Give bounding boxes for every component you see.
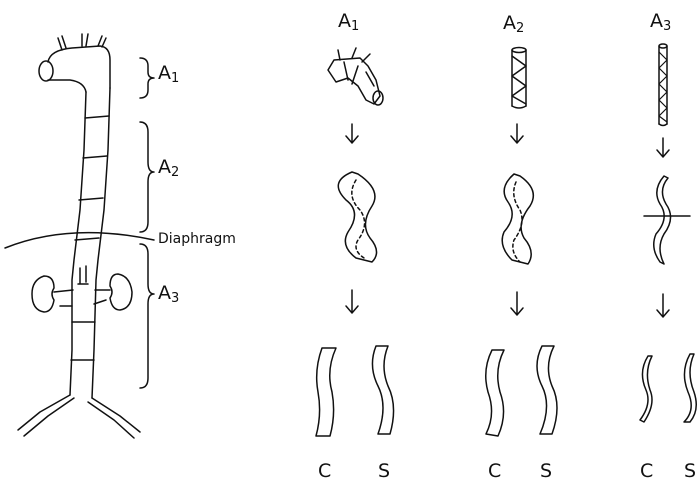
label-c-a3: C <box>640 462 653 481</box>
label-a2-segment: A2 <box>158 158 179 179</box>
lower-branch <box>60 300 106 306</box>
column-a1-graphics <box>316 48 394 436</box>
column-a1-header: A1 <box>338 12 359 33</box>
cylinder-top <box>512 48 526 53</box>
descending-aorta-left-wall <box>70 92 86 395</box>
iliac-right <box>88 398 140 438</box>
cylinder-bottom <box>659 124 667 126</box>
renal-artery-left <box>54 290 73 292</box>
cylinder-top <box>659 44 667 48</box>
down-arrow-icon <box>657 294 669 317</box>
label-s-a1: S <box>378 462 390 481</box>
column-a3-graphics <box>640 44 696 422</box>
s-strip <box>537 346 557 434</box>
s-strip <box>684 354 696 422</box>
label-s-a3: S <box>684 462 696 481</box>
opened-strip <box>338 172 376 262</box>
arch-branch-2 <box>82 34 88 46</box>
segment-divider <box>75 238 99 240</box>
brace-a3 <box>140 244 154 388</box>
cylinder-bottom <box>512 106 526 108</box>
opened-strip <box>654 176 671 264</box>
aortic-arch <box>48 46 110 92</box>
label-diaphragm: Diaphragm <box>158 232 236 246</box>
strip-dashed-line <box>513 182 522 262</box>
down-arrow-icon <box>657 138 669 157</box>
segment-divider <box>83 156 107 158</box>
column-a2-header: A2 <box>503 14 524 35</box>
segment-divider <box>85 116 109 118</box>
c-strip <box>316 348 336 436</box>
label-s-a2: S <box>540 462 552 481</box>
iliac-left <box>18 395 74 436</box>
spiral-cut-icon <box>512 56 526 104</box>
label-a3-segment: A3 <box>158 284 179 305</box>
arch-specimen <box>328 58 380 104</box>
aorta-illustration <box>5 34 154 438</box>
label-a1-segment: A1 <box>158 64 179 85</box>
spiral-cut-icon <box>659 52 667 122</box>
arch-cut-end <box>39 61 53 81</box>
mesenteric-branch <box>78 266 88 284</box>
label-c-a2: C <box>488 462 501 481</box>
arch-specimen-cut <box>344 62 374 86</box>
column-a3-header: A3 <box>650 12 671 33</box>
opened-strip <box>502 174 533 264</box>
down-arrow-icon <box>511 124 523 143</box>
brace-a2 <box>140 122 154 232</box>
descending-aorta-right-wall <box>92 88 110 398</box>
segment-divider <box>79 198 103 200</box>
c-strip <box>640 356 652 422</box>
arch-branch-1 <box>58 36 66 50</box>
left-kidney <box>32 276 54 312</box>
down-arrow-icon <box>346 290 358 313</box>
down-arrow-icon <box>346 124 358 143</box>
s-strip <box>372 346 393 434</box>
column-a2-graphics <box>486 48 557 437</box>
right-kidney <box>110 274 132 310</box>
down-arrow-icon <box>511 292 523 315</box>
brace-a1 <box>140 58 154 98</box>
label-c-a1: C <box>318 462 331 481</box>
c-strip <box>486 350 504 436</box>
